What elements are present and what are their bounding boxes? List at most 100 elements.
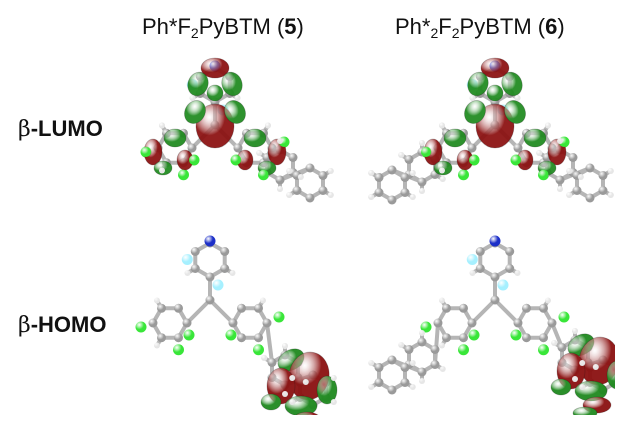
- hydrogen-atom: [419, 378, 425, 384]
- orbital-panel-homo-compound-5: [135, 235, 338, 415]
- carbon-atom: [513, 143, 523, 153]
- orbital-lobe-negative: [467, 71, 489, 97]
- hydrogen-atom: [572, 328, 578, 334]
- hydrogen-atom: [579, 384, 586, 390]
- hydrogen-atom: [286, 192, 293, 198]
- carbon-atom: [598, 171, 608, 180]
- orbital-lobe-negative: [163, 128, 187, 148]
- carbon-atom: [467, 318, 477, 328]
- hydrogen-atom: [409, 360, 416, 366]
- row-label-beta-homo: β-HOMO: [18, 312, 106, 338]
- chlorine-atom: [511, 155, 521, 165]
- hydrogen-atom: [330, 399, 337, 405]
- hydrogen-atom: [229, 270, 236, 276]
- carbon-atom: [430, 345, 440, 354]
- chlorine-atom: [558, 311, 570, 323]
- carbon-atom: [400, 378, 410, 387]
- homo-density: [550, 333, 615, 415]
- greek-beta: β: [18, 313, 31, 338]
- chlorine-atom: [141, 147, 151, 157]
- hydrogen-atom: [327, 192, 334, 198]
- carbon-atom: [404, 155, 414, 164]
- hydrogen-atom: [261, 355, 268, 361]
- orbital-lobe-negative: [206, 84, 224, 102]
- carbon-atom: [237, 303, 246, 313]
- chlorine-atom: [258, 169, 269, 180]
- hydrogen-atom: [277, 138, 283, 144]
- carbon-atom: [433, 318, 443, 328]
- orbital-lobe-negative: [504, 100, 526, 124]
- hydrogen-atom: [368, 194, 375, 200]
- hydrogen-atom: [592, 364, 599, 370]
- nitrogen-atom: [204, 235, 216, 247]
- chlorine-atom: [183, 329, 195, 341]
- hydrogen-atom: [607, 192, 614, 198]
- hydrogen-atom: [189, 95, 196, 101]
- hydrogen-atom: [536, 150, 543, 156]
- carbon-atom: [174, 303, 183, 313]
- orbital-lobe-negative: [221, 71, 243, 97]
- hydrogen-atom: [282, 391, 288, 397]
- carbon-atom: [374, 363, 384, 372]
- hydrogen-atom: [566, 192, 573, 198]
- carbon-atom: [505, 264, 515, 273]
- hydrogen-atom: [327, 168, 334, 174]
- carbon-atom: [220, 264, 230, 273]
- title-subscript: 2: [451, 25, 460, 41]
- carbon-atom: [404, 345, 414, 354]
- row-label-beta-lumo: β-LUMO: [18, 116, 103, 142]
- hydrogen-atom: [566, 168, 573, 174]
- carbon-atom: [157, 303, 166, 313]
- hydrogen-atom: [260, 297, 266, 304]
- chlorine-atom: [225, 329, 237, 341]
- hydrogen-atom: [265, 122, 271, 129]
- carbon-atom: [148, 318, 158, 328]
- orbital-lobe-negative: [260, 393, 282, 411]
- carbon-atom: [598, 186, 608, 195]
- nitrogen-atom: [489, 235, 501, 247]
- chlorine-atom: [538, 344, 549, 356]
- hydrogen-atom: [514, 270, 521, 276]
- greek-beta: β: [18, 117, 31, 142]
- hydrogen-atom: [439, 342, 445, 349]
- carbon-atom: [157, 333, 166, 343]
- hydrogen-atom: [154, 297, 160, 304]
- carbon-atom: [522, 303, 531, 313]
- compound-number: 5: [284, 14, 297, 39]
- carbon-atom: [539, 333, 548, 343]
- hydrogen-atom: [579, 360, 586, 366]
- carbon-atom: [182, 318, 192, 328]
- hydrogen-atom: [577, 174, 584, 180]
- chlorine-atom: [189, 155, 199, 165]
- chlorine-atom: [273, 311, 285, 323]
- orbital-panel-lumo-compound-6: [368, 57, 614, 205]
- carbon-atom: [254, 303, 263, 313]
- chlorine-atom: [469, 155, 479, 165]
- carbon-atom: [459, 333, 468, 343]
- carbon-atom: [237, 333, 246, 343]
- title-text: Ph*F: [142, 14, 191, 39]
- fluorine-atom: [497, 279, 509, 291]
- chlorine-atom: [510, 329, 522, 341]
- hydrogen-atom: [419, 330, 425, 336]
- fluorine-atom: [181, 254, 193, 265]
- carbon-atom: [292, 186, 302, 195]
- hydrogen-atom: [184, 270, 191, 276]
- fluorine-atom: [212, 279, 224, 291]
- bond: [208, 298, 235, 325]
- hydrogen-atom: [572, 376, 578, 382]
- carbon-atom: [190, 264, 200, 273]
- hydrogen-atom: [159, 122, 165, 129]
- hydrogen-atom: [234, 95, 241, 101]
- hydrogen-atom: [439, 167, 445, 174]
- carbon-atom: [233, 143, 243, 153]
- orbital-panel-lumo-compound-5: [140, 57, 334, 203]
- title-text: PyBTM (: [198, 14, 285, 39]
- carbon-atom: [387, 195, 397, 205]
- title-subscript: 2: [430, 25, 439, 41]
- carbon-atom: [305, 193, 315, 203]
- chlorine-atom: [135, 321, 147, 333]
- column-title-compound-5: Ph*F2PyBTM (5): [142, 14, 304, 41]
- carbon-atom: [417, 337, 427, 347]
- hydrogen-atom: [545, 122, 551, 129]
